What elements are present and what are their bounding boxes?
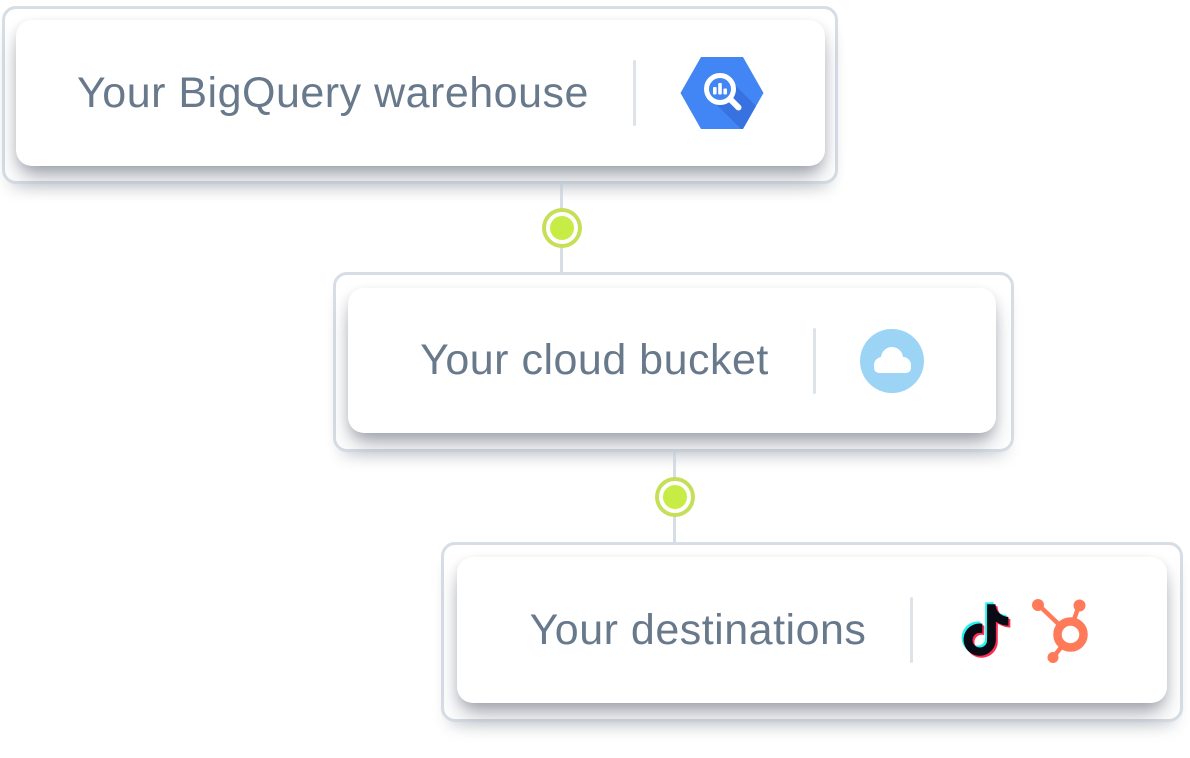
- cloud-bucket-node-card: Your cloud bucket: [348, 288, 996, 433]
- cloud-bucket-node-label: Your cloud bucket: [420, 336, 769, 384]
- destinations-node-frame: [441, 542, 1183, 722]
- divider: [812, 327, 816, 394]
- bigquery-node-card: Your BigQuery warehouse: [16, 20, 825, 166]
- destination-icons: [957, 597, 1094, 663]
- bigquery-icon: [680, 56, 764, 130]
- divider: [910, 597, 914, 663]
- bigquery-node-frame: [2, 6, 838, 184]
- connector-dot-2: [655, 477, 695, 517]
- tiktok-icon: [957, 598, 1015, 662]
- divider: [632, 60, 636, 126]
- hubspot-icon: [1029, 597, 1094, 663]
- cloud-icon: [859, 328, 924, 393]
- destinations-node-label: Your destinations: [529, 605, 867, 654]
- bigquery-node-label: Your BigQuery warehouse: [77, 68, 589, 117]
- connector-dot-core: [659, 481, 691, 513]
- connector-dot-core: [546, 212, 578, 244]
- connector-dot-1: [542, 208, 582, 248]
- destinations-node-card: Your destinations: [457, 557, 1167, 703]
